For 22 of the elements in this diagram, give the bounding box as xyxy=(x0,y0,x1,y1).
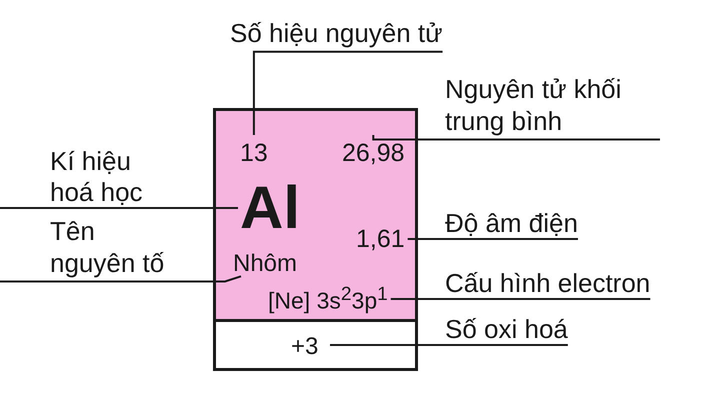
leader-line xyxy=(0,275,242,282)
leader-line xyxy=(330,344,568,346)
leader-line xyxy=(0,207,238,209)
label: Số hiệu nguyên tử xyxy=(230,18,443,50)
electronegativity: 1,61 xyxy=(356,224,405,254)
label: Số oxi hoá xyxy=(445,314,568,346)
element-cell xyxy=(213,108,418,322)
atomic-number: 13 xyxy=(240,138,268,168)
leader-line xyxy=(372,135,660,140)
element-symbol: Al xyxy=(240,171,300,244)
label: Cấu hình electron xyxy=(445,268,650,300)
label: Độ âm điện xyxy=(445,208,578,240)
label: Tên nguyên tố xyxy=(50,216,174,280)
leader-line xyxy=(408,238,578,240)
leader-line xyxy=(390,298,650,300)
atomic-mass: 26,98 xyxy=(342,138,405,168)
leader-line xyxy=(252,50,443,135)
element-name: Nhôm xyxy=(233,249,298,278)
label: Nguyên tử khối trung bình xyxy=(445,74,660,138)
oxidation-state-cell: +3 xyxy=(213,319,418,371)
label: Kí hiệu hoá học xyxy=(50,146,178,209)
electron-configuration: [Ne] 3s$^{2}$3p$^{1}$ xyxy=(268,283,388,315)
